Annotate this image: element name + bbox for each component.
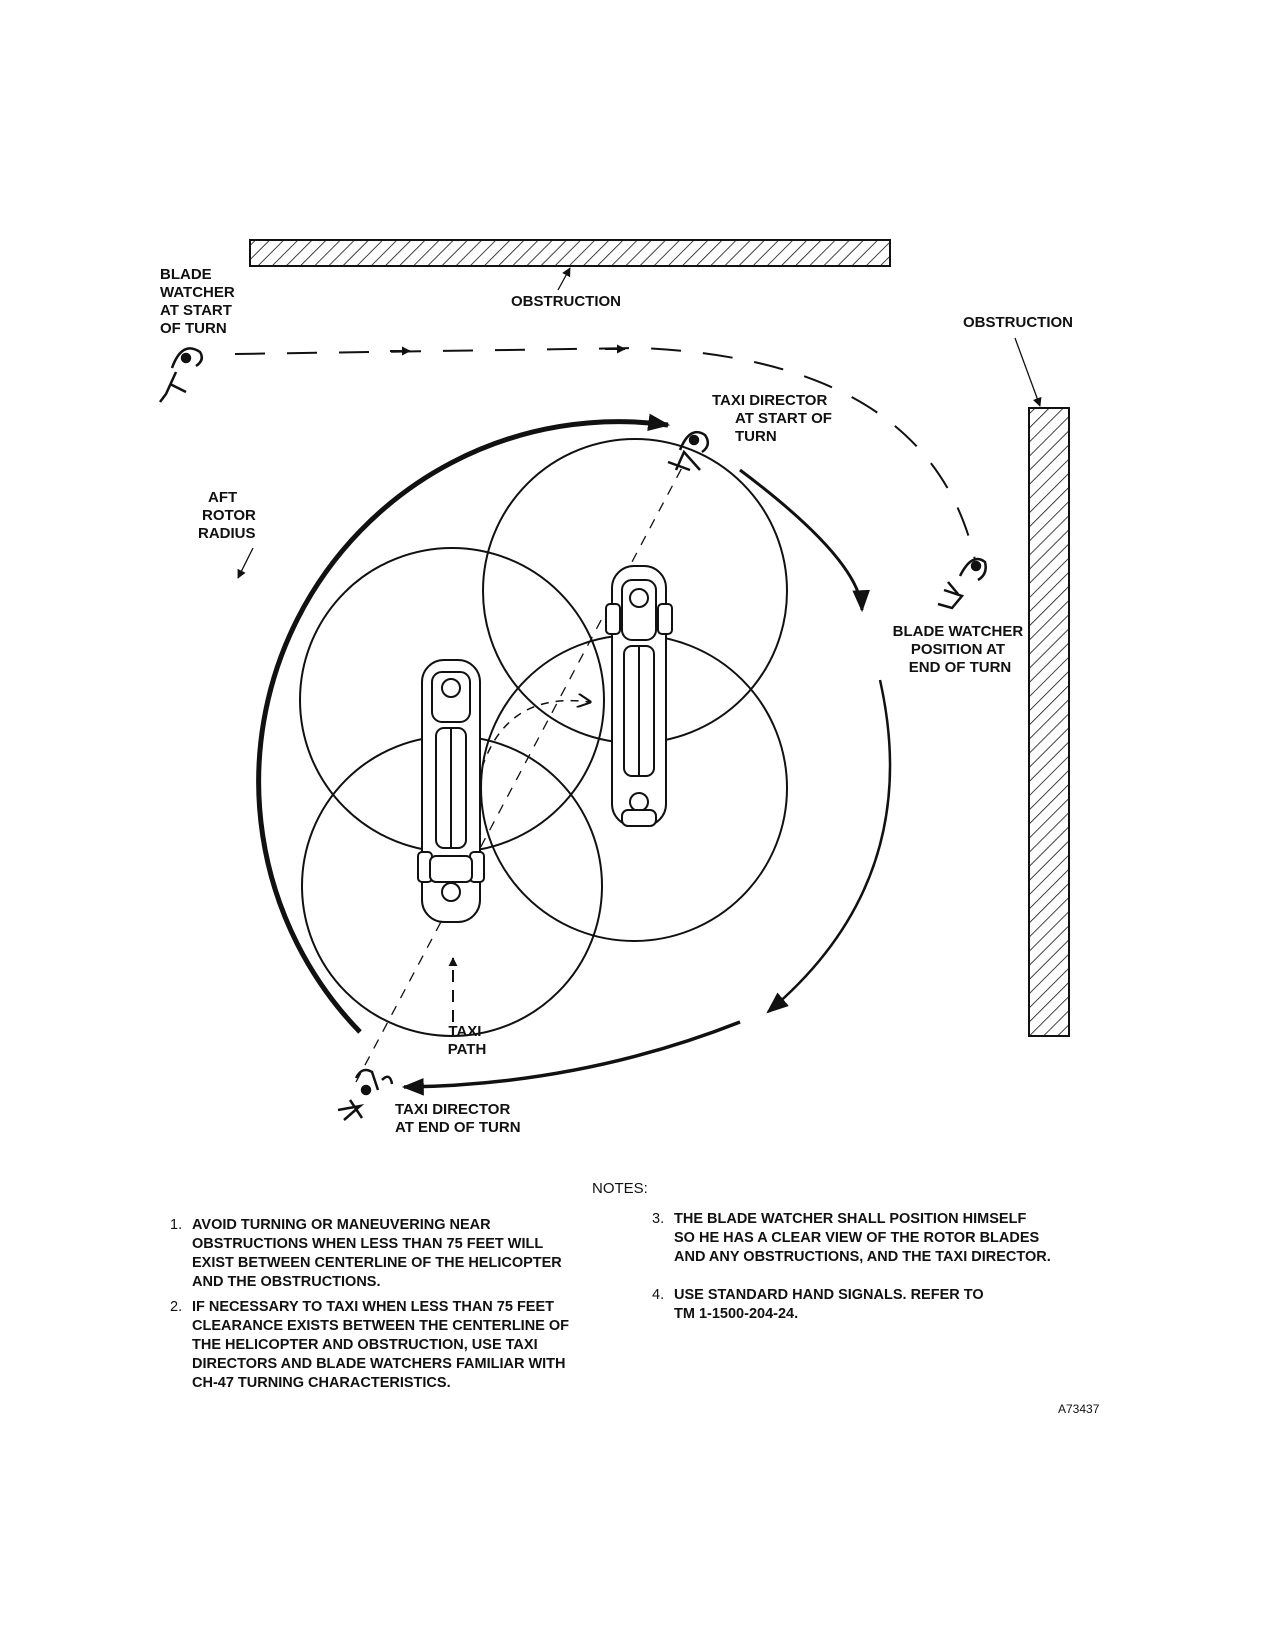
taxi-director-start-figure [667, 430, 710, 472]
notes-title: NOTES: [592, 1180, 648, 1197]
helicopter-start [605, 565, 673, 827]
obstruction-right-wall [1028, 407, 1070, 1037]
note-number: 2. [170, 1299, 183, 1315]
blade-watcher-start-figure [159, 347, 204, 403]
note-number: 3. [652, 1211, 665, 1227]
turn-arc-lower [766, 679, 892, 1014]
taxi-diagonal-line [355, 461, 686, 1083]
taxi-path-label: TAXI PATH [448, 1023, 487, 1058]
turn-arc-bottom [401, 1020, 741, 1096]
blade-watcher-end-label: BLADE WATCHER POSITION AT END OF TURN [893, 623, 1028, 676]
note-number: 4. [652, 1287, 665, 1303]
obstruction-top-wall [249, 239, 891, 267]
obstruction-right-label: OBSTRUCTION [963, 314, 1073, 331]
obstruction-right-leader [1014, 337, 1042, 407]
aft-rotor-radius-arc [256, 413, 671, 1034]
figure-id: A73437 [1058, 1402, 1100, 1416]
note-text: USE STANDARD HAND SIGNALS. REFER TO TM 1… [674, 1287, 984, 1322]
turn-arc-right [739, 468, 870, 613]
note-number: 1. [170, 1217, 183, 1233]
blade-watcher-path [234, 346, 976, 561]
aft-rotor-radius-label: AFT ROTOR RADIUS [198, 489, 260, 542]
blade-watcher-start-label: BLADE WATCHER AT START OF TURN [160, 266, 239, 337]
note-1: 1. AVOID TURNING OR MANEUVERING NEAR OBS… [170, 1216, 640, 1292]
note-3: 3. THE BLADE WATCHER SHALL POSITION HIMS… [652, 1210, 1122, 1267]
note-2: 2. IF NECESSARY TO TAXI WHEN LESS THAN 7… [170, 1298, 640, 1393]
note-4: 4. USE STANDARD HAND SIGNALS. REFER TO T… [652, 1286, 1122, 1324]
obstruction-top-label: OBSTRUCTION [511, 293, 621, 310]
blade-watcher-end-figure [937, 557, 987, 610]
taxi-director-end-figure [337, 1068, 394, 1121]
note-text: AVOID TURNING OR MANEUVERING NEAR OBSTRU… [192, 1217, 562, 1290]
taxi-director-end-label: TAXI DIRECTOR AT END OF TURN [395, 1101, 521, 1136]
taxi-turn-arc [477, 701, 590, 783]
aft-rotor-radius-leader [237, 547, 254, 579]
taxi-director-start-label: TAXI DIRECTOR AT START OF TURN [712, 392, 836, 445]
note-text: IF NECESSARY TO TAXI WHEN LESS THAN 75 F… [192, 1299, 570, 1391]
helicopter-end [417, 659, 485, 923]
obstruction-top-leader [557, 267, 571, 291]
note-text: THE BLADE WATCHER SHALL POSITION HIMSELF… [674, 1211, 1051, 1265]
